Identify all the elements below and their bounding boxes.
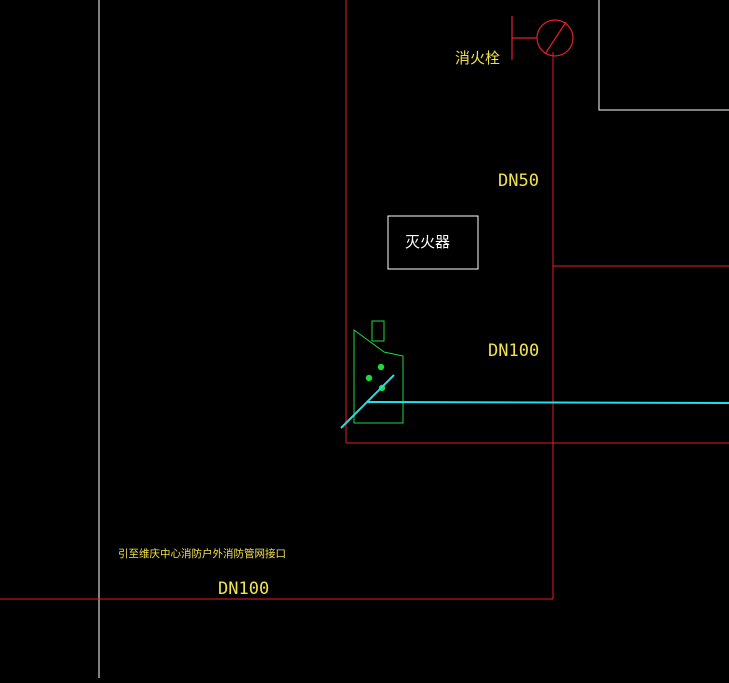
building-outline-top-right	[598, 0, 729, 111]
hydrant-label: 消火栓	[455, 49, 500, 67]
dn50-label: DN50	[498, 171, 539, 191]
water-supply-line	[340, 374, 729, 429]
fire-hydrant-symbol-icon	[511, 16, 574, 60]
connection-note-label: 引至维庆中心消防户外消防管网接口	[118, 547, 286, 560]
dn100-lower-label: DN100	[218, 579, 269, 599]
dn100-upper-label: DN100	[488, 341, 539, 361]
extinguisher-box	[387, 215, 479, 270]
extinguisher-label: 灭火器	[405, 233, 450, 251]
